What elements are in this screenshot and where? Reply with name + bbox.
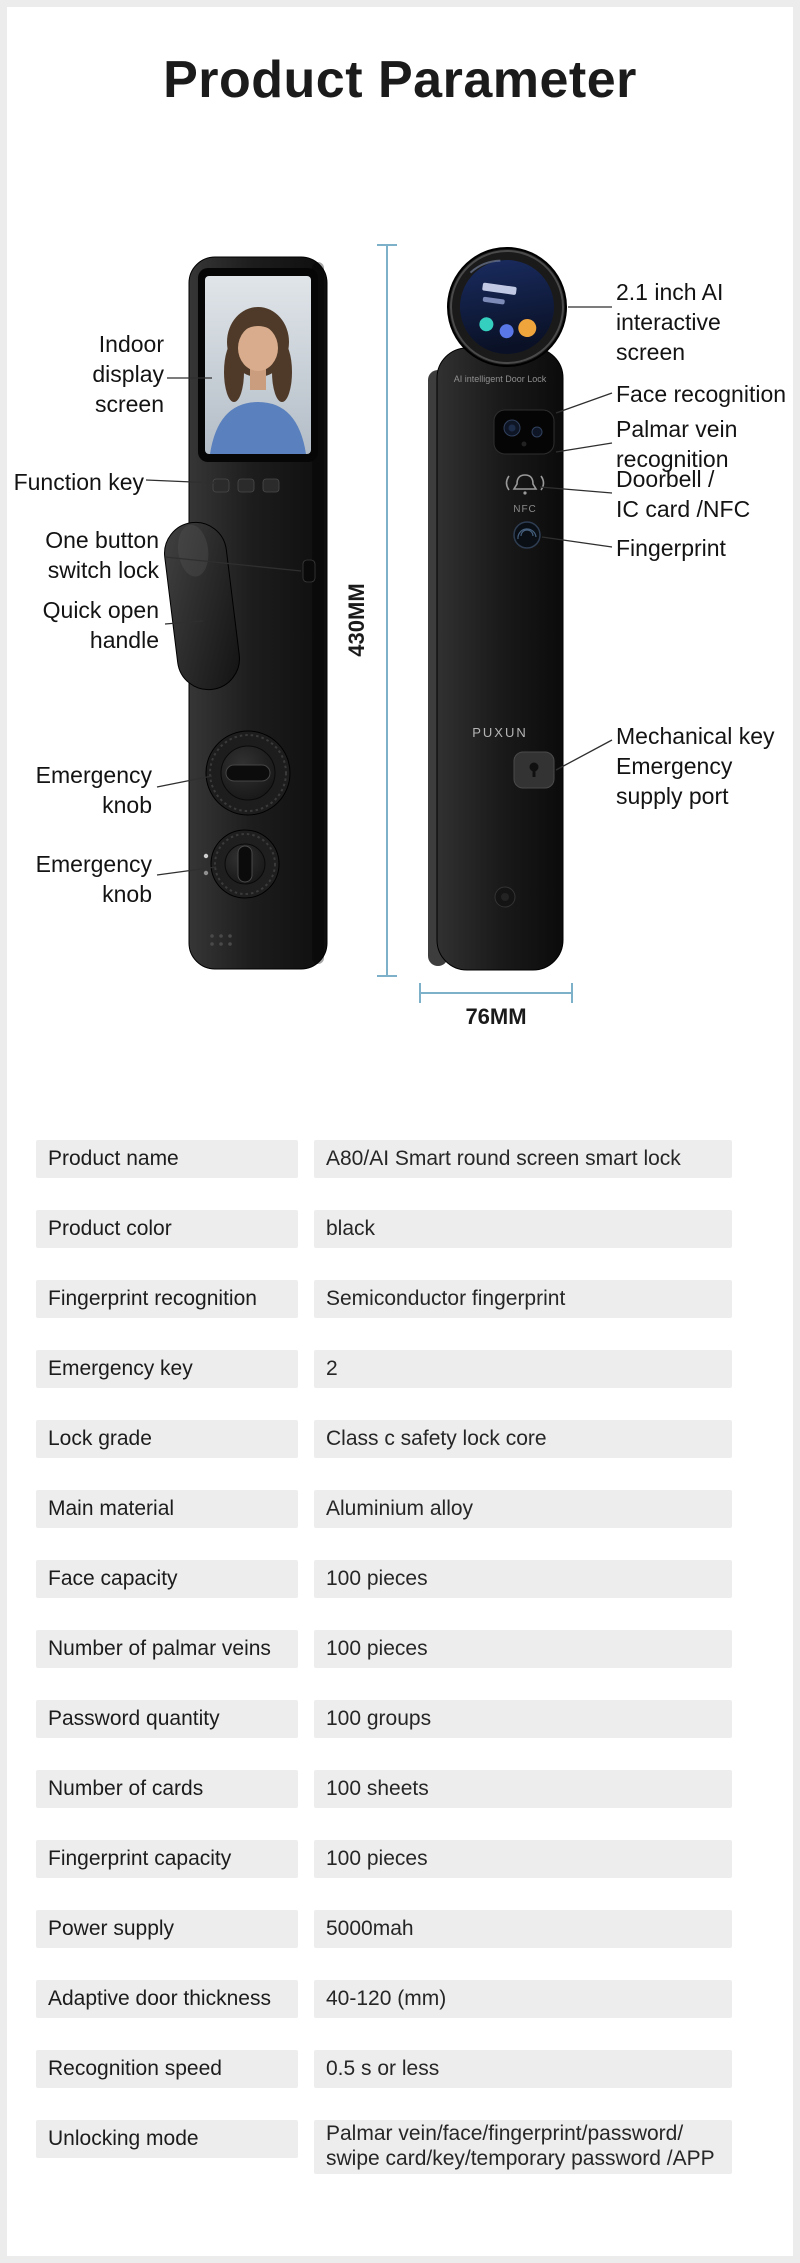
quick-open-handle [164,521,240,691]
device-caption-text: AI intelligent Door Lock [454,374,547,384]
one-button-switch [302,559,316,583]
lock-illustration-canvas: AI intelligent Door Lock NFC PUXUN [145,244,613,1029]
spec-value: Aluminium alloy [314,1490,732,1528]
callout-lines [145,306,613,876]
round-ai-screen [447,247,567,367]
label-ai-interactive-screen: 2.1 inch AI interactive screen [616,279,724,365]
label-indoor-display-screen: Indoor display screen [92,331,164,417]
label-doorbell-ic-card-nfc: Doorbell / IC card /NFC [616,466,751,522]
mechanical-key-port [513,751,555,789]
spec-row-recognition-speed: Recognition speed 0.5 s or less [36,2050,736,2088]
label-face-recognition: Face recognition [616,381,787,407]
indoor-screen-photo [205,276,311,454]
spec-row-lock-grade: Lock grade Class c safety lock core [36,1420,736,1458]
label-fingerprint: Fingerprint [616,535,726,561]
spec-row-power-supply: Power supply 5000mah [36,1910,736,1948]
spec-label: Face capacity [36,1560,298,1598]
spec-value: Palmar vein/face/fingerprint/password/ s… [314,2120,732,2174]
speaker-holes [210,934,232,946]
spec-label: Product name [36,1140,298,1178]
label-quick-open-handle: Quick open handle [42,597,159,653]
spec-value: Class c safety lock core [314,1420,732,1458]
product-diagram: AI intelligent Door Lock NFC PUXUN [0,230,800,1060]
spec-label: Fingerprint recognition [36,1280,298,1318]
spec-label: Recognition speed [36,2050,298,2088]
spec-table: Product name A80/AI Smart round screen s… [36,1140,736,2174]
spec-value: 100 pieces [314,1630,732,1668]
spec-value: 100 sheets [314,1770,732,1808]
spec-label: Emergency key [36,1350,298,1388]
face-recognition-module [493,409,555,455]
spec-label: Fingerprint capacity [36,1840,298,1878]
spec-value: 100 pieces [314,1560,732,1598]
spec-row-door-thickness: Adaptive door thickness 40-120 (mm) [36,1980,736,2018]
function-keys [212,478,280,493]
emergency-knob-top [205,730,291,816]
brand-text: PUXUN [472,725,528,740]
spec-label: Number of cards [36,1770,298,1808]
spec-row-palmar-veins: Number of palmar veins 100 pieces [36,1630,736,1668]
outdoor-lock-illustration: AI intelligent Door Lock NFC PUXUN [428,247,567,971]
spec-label: Unlocking mode [36,2120,298,2158]
spec-value: 40-120 (mm) [314,1980,732,2018]
nfc-text: NFC [513,504,537,515]
doorbell-button-dot [501,893,509,901]
label-mechanical-key-port: Mechanical key Emergency supply port [616,723,775,809]
spec-value: Semiconductor fingerprint [314,1280,732,1318]
label-emergency-knob-2: Emergency knob [35,851,152,907]
indoor-lock-illustration [164,256,328,970]
label-emergency-knob-1: Emergency knob [35,762,152,818]
spec-row-face-capacity: Face capacity 100 pieces [36,1560,736,1598]
label-one-button-switch-lock: One button switch lock [45,527,159,583]
spec-label: Lock grade [36,1420,298,1458]
page-title: Product Parameter [163,51,637,109]
spec-label: Adaptive door thickness [36,1980,298,2018]
spec-value: A80/AI Smart round screen smart lock [314,1140,732,1178]
spec-value: 5000mah [314,1910,732,1948]
spec-value: 100 pieces [314,1840,732,1878]
spec-label: Power supply [36,1910,298,1948]
spec-label: Number of palmar veins [36,1630,298,1668]
spec-row-fingerprint-capacity: Fingerprint capacity 100 pieces [36,1840,736,1878]
spec-row-product-name: Product name A80/AI Smart round screen s… [36,1140,736,1178]
spec-row-number-of-cards: Number of cards 100 sheets [36,1770,736,1808]
spec-label: Password quantity [36,1700,298,1738]
emergency-knob-bottom [203,829,280,899]
spec-row-product-color: Product color black [36,1210,736,1248]
spec-label: Product color [36,1210,298,1248]
spec-row-unlocking-mode: Unlocking mode Palmar vein/face/fingerpr… [36,2120,736,2174]
doorbell-icon [505,474,545,495]
fingerprint-sensor-icon [513,521,541,549]
height-dimension-label: 430MM [344,583,369,656]
spec-value: 0.5 s or less [314,2050,732,2088]
spec-value: 2 [314,1350,732,1388]
dimension-lines [377,244,573,1003]
spec-row-main-material: Main material Aluminium alloy [36,1490,736,1528]
label-function-key: Function key [13,469,144,495]
spec-row-password-quantity: Password quantity 100 groups [36,1700,736,1738]
label-palmar-vein-recognition: Palmar vein recognition [616,416,738,472]
width-dimension-label: 76MM [465,1004,526,1029]
spec-value: 100 groups [314,1700,732,1738]
spec-label: Main material [36,1490,298,1528]
spec-row-fingerprint-recognition: Fingerprint recognition Semiconductor fi… [36,1280,736,1318]
spec-row-emergency-key: Emergency key 2 [36,1350,736,1388]
spec-value: black [314,1210,732,1248]
